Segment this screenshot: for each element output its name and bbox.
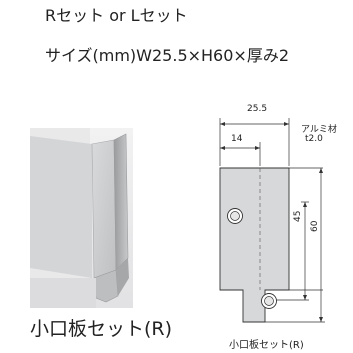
size-spec-line: サイズ(mm)W25.5×H60×厚み2 xyxy=(45,46,290,65)
thickness-label: t2.0 xyxy=(305,134,323,144)
material-label: アルミ材 xyxy=(301,125,337,135)
drawing-caption: 小口板セット(R) xyxy=(229,340,304,351)
set-type-line: Rセット or Lセット xyxy=(45,6,188,25)
dim-hole-spacing-label: 45 xyxy=(293,210,303,222)
product-photo xyxy=(30,128,133,308)
dim-height-label: 60 xyxy=(310,220,320,232)
product-caption: 小口板セット(R) xyxy=(30,318,173,340)
technical-drawing: 25.5 14 アルミ材 t2.0 45 60 小口板セット(R) xyxy=(205,100,353,353)
dim-width-label: 25.5 xyxy=(247,104,268,114)
dim-offset-label: 14 xyxy=(231,134,243,144)
